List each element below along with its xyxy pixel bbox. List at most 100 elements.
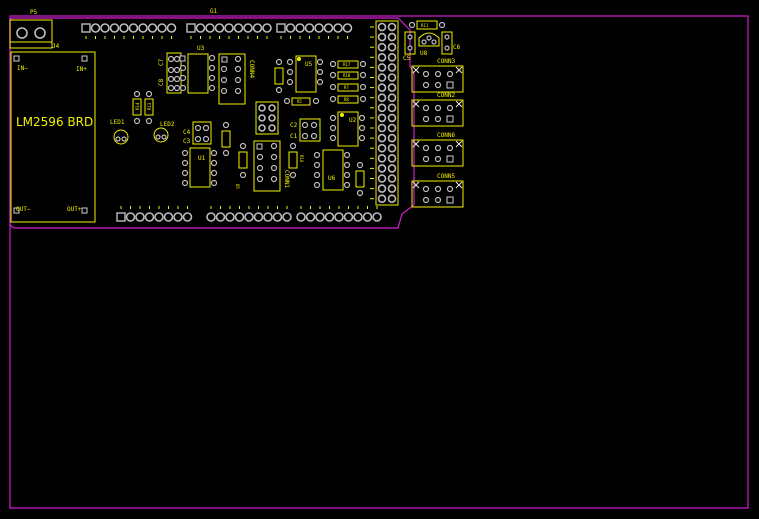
conn1: CONN1 — [253, 140, 290, 192]
header-right-pad — [377, 103, 387, 113]
header-right-pad — [377, 73, 387, 82]
header-pad — [295, 23, 305, 33]
header-right-pad — [377, 123, 387, 133]
g1-label: G1 — [210, 8, 218, 15]
header-pad — [282, 212, 292, 222]
header-right-pad — [377, 143, 387, 153]
header-right-pad — [377, 42, 387, 52]
connector-pad — [446, 104, 454, 112]
connector-conn3: CONN3 — [411, 58, 464, 93]
u6-label: U6 — [328, 175, 336, 182]
connector-pad — [446, 144, 454, 152]
header-pad — [144, 212, 155, 222]
connector-pad — [422, 81, 430, 89]
out-minus-label: OUT− — [16, 206, 31, 213]
header-pad — [353, 212, 363, 222]
corner-mark — [412, 140, 420, 148]
connector-conn2: CONN2 — [411, 92, 464, 127]
header-pad — [214, 23, 225, 33]
connector-pad — [434, 155, 442, 163]
conn4: CONN4 — [218, 53, 255, 105]
c6-label: C6 — [453, 44, 461, 51]
header-pad — [263, 212, 273, 222]
header-pad — [215, 212, 226, 222]
c1-c2-capacitors: C2 C1 — [290, 118, 321, 142]
header-pad — [109, 23, 120, 33]
header-pad — [147, 23, 158, 33]
connector-pad — [422, 155, 430, 163]
conn1-label: CONN1 — [283, 170, 290, 188]
u5-chip: U5 — [286, 55, 324, 93]
header-pad — [333, 23, 343, 33]
corner-mark — [412, 66, 420, 74]
c5-capacitor: C5 — [403, 31, 416, 62]
led1-label: LED1 — [110, 119, 125, 126]
connector-pad-square — [446, 81, 454, 89]
conn4-label: CONN4 — [248, 60, 255, 78]
header-right-pad — [387, 154, 397, 163]
lm2596-title: LM2596 BRD — [16, 115, 93, 129]
r-bank-horizontal: R17 R18 R7 R8 — [329, 60, 367, 104]
header-bottom-right — [296, 206, 382, 222]
connector-pad — [434, 196, 442, 204]
header-right-pad — [387, 133, 397, 143]
connector-conn5: CONN5 — [411, 173, 464, 208]
connector-pad — [434, 115, 442, 123]
connector-pad — [422, 185, 430, 193]
header-pad — [128, 23, 139, 33]
header-right-pad — [377, 32, 387, 42]
r18-label: R18 — [343, 73, 351, 78]
d5-label: D5 — [235, 184, 240, 189]
corner-mark — [455, 140, 463, 148]
header-pad — [314, 23, 324, 33]
header-pad — [157, 23, 167, 33]
header-pad — [305, 212, 316, 222]
header-right-pad — [387, 83, 397, 92]
header-right-pad — [377, 83, 387, 92]
header-right-pad — [377, 154, 387, 163]
header-right-pad — [377, 194, 387, 203]
d5-diode: D5 — [235, 142, 248, 189]
connector-pad-square — [446, 115, 454, 123]
header-pad — [125, 212, 136, 222]
p5-terminal: P5 J4 — [9, 9, 60, 50]
r13-label: R13 — [147, 102, 152, 110]
r-vertical-226 — [221, 121, 231, 157]
header-pad — [81, 23, 91, 33]
header-right-pad — [387, 194, 397, 203]
header-top-left — [81, 23, 177, 39]
header-pad — [163, 212, 174, 222]
header-pad — [182, 212, 193, 222]
header-pad — [296, 212, 306, 222]
connector-pad — [434, 81, 442, 89]
header-pad — [252, 23, 263, 33]
j4-label: J4 — [52, 43, 60, 50]
connector-pad — [434, 185, 442, 193]
c4-label: C4 — [183, 129, 191, 136]
header-right-double — [370, 20, 399, 206]
header-pad — [243, 23, 253, 33]
connector-pad — [434, 70, 442, 78]
r8-label: R8 — [344, 97, 349, 102]
corner-mark — [412, 100, 420, 108]
header-pad — [276, 23, 286, 33]
header-right-pad — [387, 113, 397, 123]
in-minus-label: IN− — [17, 65, 28, 72]
header-right-pad — [377, 133, 387, 143]
r-vertical-279 — [274, 58, 284, 94]
r5-label: R5 — [297, 99, 302, 104]
connector-outline — [411, 180, 464, 208]
connector-pad — [434, 104, 442, 112]
r10-label: R10 — [299, 155, 304, 163]
connector-pad — [446, 185, 454, 193]
header-right-pad — [377, 164, 387, 173]
corner-mark — [455, 181, 463, 189]
r5-resistor: R5 — [283, 97, 320, 106]
c7-label: C7 — [158, 58, 165, 66]
u1-chip: U1 — [181, 147, 218, 188]
c6-capacitor: C6 — [441, 31, 461, 55]
c3-label: C3 — [183, 138, 191, 145]
c5-label: C5 — [403, 55, 411, 62]
header-pad — [372, 212, 382, 222]
header-pad — [244, 212, 254, 222]
